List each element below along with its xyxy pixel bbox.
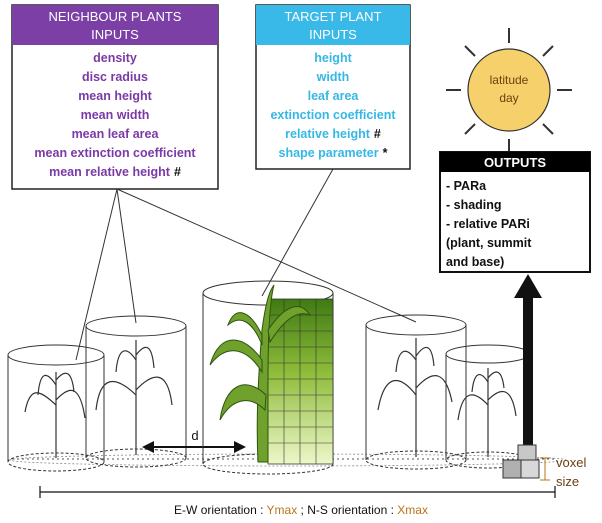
- caption-ymax: Ymax: [267, 503, 298, 517]
- caption-ew: E-W orientation :: [174, 503, 266, 517]
- plant-icon: [95, 340, 173, 455]
- output-item: and base): [446, 255, 504, 269]
- neighbour-input-item: mean extinction coefficient: [34, 146, 196, 160]
- asterisk-marker: *: [383, 146, 388, 160]
- plant-icon: [377, 338, 453, 457]
- caption-ns: ; N-S orientation :: [297, 503, 397, 517]
- voxel-size-indicator: voxel size: [540, 455, 586, 489]
- neighbour-plant-cylinder-right: [365, 314, 467, 470]
- target-input-item: height: [314, 51, 352, 65]
- neighbour-plant-cylinder-left-back: [85, 315, 187, 468]
- neighbour-box-title-line1: NEIGHBOUR PLANTS: [49, 9, 182, 24]
- output-item: - relative PARi: [446, 217, 530, 231]
- neighbour-plant-cylinder-left: [7, 344, 105, 472]
- caption-xmax: Xmax: [397, 503, 428, 517]
- sun-label-day: day: [499, 91, 518, 105]
- sun-icon: latitude day: [446, 28, 572, 153]
- neighbour-inputs-box: NEIGHBOUR PLANTS INPUTS density disc rad…: [11, 4, 219, 190]
- target-input-item: extinction coefficient: [270, 108, 396, 122]
- voxel-label-line1: voxel: [556, 455, 586, 470]
- connector-lines: [75, 168, 417, 361]
- neighbour-plant-cylinder-right-front: [445, 344, 531, 469]
- target-input-item: leaf area: [308, 89, 360, 103]
- output-item: - shading: [446, 198, 502, 212]
- target-input-item-shape: shape parameter *: [279, 146, 388, 160]
- voxel-label-line2: size: [556, 474, 579, 489]
- neighbour-box-title-line2: INPUTS: [91, 27, 139, 42]
- target-input-item-relative-height: relative height#: [285, 127, 381, 141]
- neighbour-input-item: disc radius: [82, 70, 148, 84]
- target-input-label: relative height: [285, 127, 371, 141]
- sun-label-latitude: latitude: [490, 73, 529, 87]
- output-item: (plant, summit: [446, 236, 532, 250]
- outputs-box: OUTPUTS - PARa - shading - relative PARi…: [439, 151, 591, 273]
- neighbour-input-item: density: [93, 51, 137, 65]
- target-input-item: width: [316, 70, 350, 84]
- output-item: - PARa: [446, 179, 487, 193]
- voxel-cube-icon: [502, 444, 540, 479]
- neighbour-input-item: mean width: [81, 108, 150, 122]
- orientation-caption: E-W orientation : Ymax ; N-S orientation…: [174, 503, 428, 517]
- target-plant-icon: [209, 284, 312, 463]
- output-arrow: [514, 274, 542, 447]
- neighbour-input-item: mean height: [78, 89, 152, 103]
- outputs-title: OUTPUTS: [484, 155, 546, 170]
- target-box-title-line1: TARGET PLANT: [284, 9, 381, 24]
- hash-marker: #: [174, 165, 181, 179]
- neighbour-input-label: mean relative height: [49, 165, 171, 179]
- hash-marker: #: [374, 127, 381, 141]
- target-input-label: shape parameter: [279, 146, 379, 160]
- neighbour-input-item: mean leaf area: [72, 127, 160, 141]
- target-box-title-line2: INPUTS: [309, 27, 357, 42]
- ground-extent-axis: [39, 486, 556, 498]
- neighbour-input-item-last: mean relative height#: [49, 165, 181, 179]
- plant-icon: [457, 368, 517, 457]
- distance-arrow: d: [142, 428, 246, 453]
- distance-label: d: [191, 428, 198, 443]
- plant-icon: [24, 372, 86, 458]
- target-inputs-box: TARGET PLANT INPUTS height width leaf ar…: [255, 4, 411, 170]
